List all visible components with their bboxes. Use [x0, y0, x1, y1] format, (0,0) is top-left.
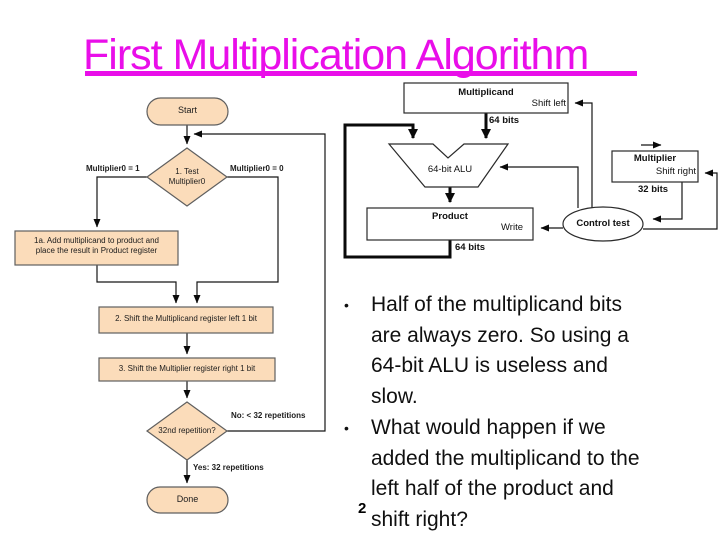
product-label: Product — [432, 211, 468, 222]
bits64-bottom-label: 64 bits — [455, 242, 486, 253]
control-test-shape — [562, 206, 644, 242]
shift-left-label: Shift left — [531, 98, 566, 109]
write-label: Write — [501, 222, 523, 233]
branch-left-label: Multiplier0 = 1 — [86, 164, 140, 173]
bullet-text: What would happen if we added the multip… — [371, 415, 640, 531]
bullet-list: • Half of the multiplicand bits are alwa… — [344, 290, 689, 536]
step1a-to-step2-arrow — [96, 265, 180, 304]
bullet-item: • Half of the multiplicand bits are alwa… — [344, 290, 689, 413]
bullet-dot: • — [344, 419, 349, 436]
bits32-label: 32 bits — [638, 184, 669, 195]
step1a-box-shape — [14, 230, 179, 266]
bits64-top-label: 64 bits — [489, 115, 520, 126]
product-register-shape — [366, 207, 534, 241]
step2-box-shape — [98, 306, 274, 334]
step3-box-shape — [98, 357, 276, 382]
page-number: 2 — [358, 500, 367, 517]
multiplier-bit-to-control-line — [652, 182, 683, 223]
title-underline — [85, 71, 637, 76]
step3-label: 3. Shift the Multiplier register right 1… — [118, 364, 256, 373]
alu-shape — [387, 143, 510, 188]
repeat-diamond-shape — [145, 401, 229, 461]
multiplicand-register-shape — [403, 82, 569, 114]
start-terminator-shape — [146, 97, 229, 126]
branch1-arrow — [93, 176, 147, 228]
test-diamond-label: 1. Test Multiplier0 — [168, 167, 206, 186]
test-diamond-shape — [145, 147, 229, 207]
control-shift-left-line — [574, 99, 593, 208]
control-alu-line — [499, 163, 579, 208]
control-shift-right-line — [643, 169, 718, 230]
bullet-item: • What would happen if we added the mult… — [344, 413, 689, 536]
step2-label: 2. Shift the Multiplicand register left … — [115, 314, 257, 323]
no-loop-arrow — [193, 130, 326, 432]
step1a-label: 1a. Add multiplicand to product and plac… — [34, 236, 159, 255]
done-label: Done — [176, 494, 199, 504]
control-test-label: Control test — [576, 218, 630, 229]
multiplier-label: Multiplier — [633, 153, 677, 164]
branch-right-label: Multiplier0 = 0 — [230, 164, 284, 173]
bullet-text: Half of the multiplicand bits are always… — [371, 293, 629, 409]
yes-branch-label: Yes: 32 repetitions — [193, 463, 264, 472]
no-branch-label: No: < 32 repetitions — [231, 411, 306, 420]
product-feedback-bus — [343, 123, 452, 259]
multiplicand-label: Multiplicand — [458, 87, 514, 98]
start-label: Start — [177, 105, 197, 115]
shift-right-label: Shift right — [655, 166, 696, 177]
bullet-dot: • — [344, 297, 349, 313]
alu-label: 64-bit ALU — [427, 164, 473, 175]
multiplier-register-shape — [611, 150, 699, 183]
branch0-arrow — [193, 176, 279, 304]
repeat-diamond-label: 32nd repetition? — [158, 426, 216, 435]
done-terminator-shape — [146, 486, 229, 514]
